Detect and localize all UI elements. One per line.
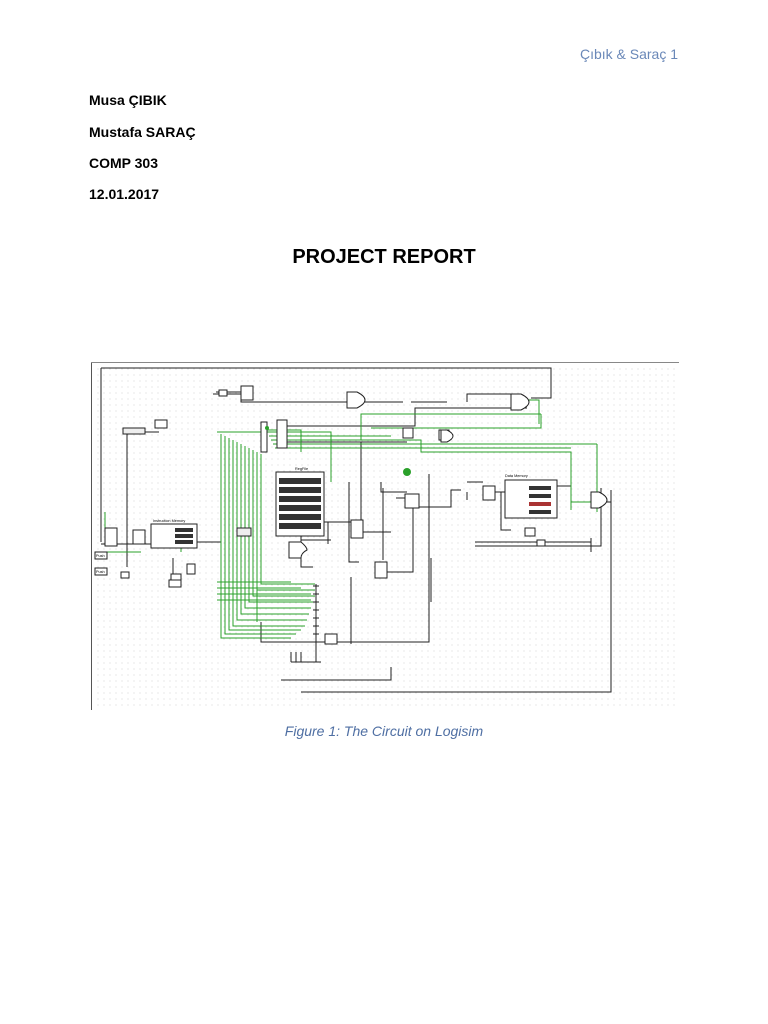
page-title: PROJECT REPORT [292, 246, 476, 268]
report-date: 12.01.2017 [89, 186, 160, 202]
circuit-diagram: Push Push Instruction Memory Data Memory… [91, 362, 679, 710]
figure-caption: Figure 1: The Circuit on Logisim [284, 723, 484, 739]
instruction-memory-label: Instruction Memory [153, 519, 185, 523]
data-memory-label: Data Memory [505, 474, 528, 478]
author-name-2: Mustafa SARAÇ [89, 124, 196, 140]
circuit-figure: Push Push Instruction Memory Data Memory… [91, 362, 679, 710]
page-header: Çıbık & Saraç 1 [579, 46, 678, 62]
push-label-1: Push [96, 554, 105, 558]
regfile-label: RegFile [295, 467, 308, 471]
course-code: COMP 303 [89, 155, 158, 171]
author-name-1: Musa ÇIBIK [89, 92, 167, 108]
push-label-2: Push [96, 570, 105, 574]
